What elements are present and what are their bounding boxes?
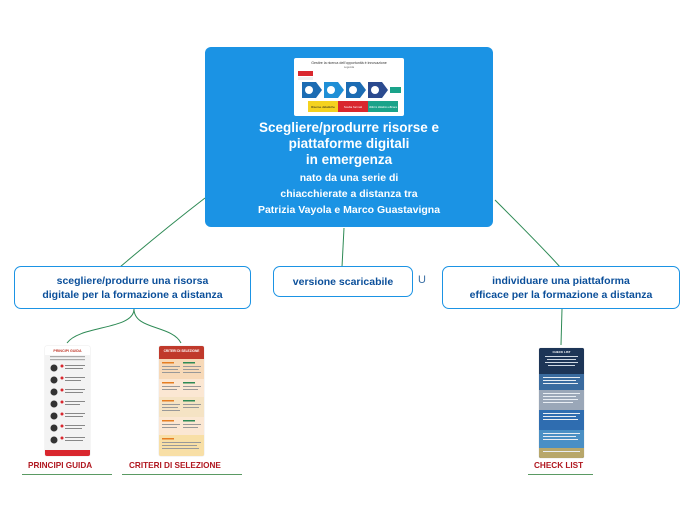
- central-topic[interactable]: Gestire la ricerca dell'opportunità è in…: [205, 47, 493, 227]
- central-infographic-image: Gestire la ricerca dell'opportunità è in…: [294, 58, 404, 116]
- central-title: Scegliere/produrre risorse e piattaforme…: [258, 120, 440, 167]
- connector-left-doc1: [66, 308, 135, 344]
- infographic-step-3: Utilizzo didattico efficace: [369, 105, 398, 109]
- principi-guida-image-header: PRINCIPI GUIDA: [53, 349, 82, 353]
- topic-versione-scaricabile[interactable]: versione scaricabile: [273, 266, 413, 297]
- infographic-step-1: Risorse didattiche: [311, 105, 335, 109]
- criteri-selezione-image[interactable]: CRITERI DI SELEZIONE: [159, 346, 204, 456]
- principi-guida-label[interactable]: PRINCIPI GUIDA: [28, 461, 93, 470]
- connector-left-doc2: [133, 308, 182, 344]
- connector-central-right: [494, 199, 561, 268]
- topic-risorsa-digitale[interactable]: scegliere/produrre una risorsa digitale …: [14, 266, 251, 309]
- central-subtitle: nato da una serie di chiacchierate a dis…: [257, 172, 441, 216]
- connector-right-doc3: [560, 308, 563, 346]
- criteri-selezione-label[interactable]: CRITERI DI SELEZIONE: [129, 461, 221, 470]
- principi-guida-underline: [22, 474, 112, 475]
- attachment-marker[interactable]: U: [418, 274, 426, 286]
- check-list-image-header: CHECK LIST: [553, 350, 571, 354]
- infographic-header: Gestire la ricerca dell'opportunità è in…: [311, 61, 387, 65]
- principi-guida-image[interactable]: PRINCIPI GUIDA: [45, 346, 90, 456]
- criteri-selezione-image-header: CRITERI DI SELEZIONE: [164, 349, 200, 353]
- connector-central-left: [119, 197, 206, 268]
- infographic-step-2: Scelta formati: [344, 105, 363, 109]
- connector-central-middle: [341, 227, 345, 268]
- check-list-label[interactable]: CHECK LIST: [534, 461, 584, 470]
- infographic-subheader: Legenda: [344, 65, 355, 69]
- check-list-underline: [528, 474, 593, 475]
- criteri-selezione-underline: [122, 474, 242, 475]
- check-list-image[interactable]: CHECK LIST: [539, 348, 584, 458]
- topic-piattaforma[interactable]: individuare una piattaforma efficace per…: [442, 266, 680, 309]
